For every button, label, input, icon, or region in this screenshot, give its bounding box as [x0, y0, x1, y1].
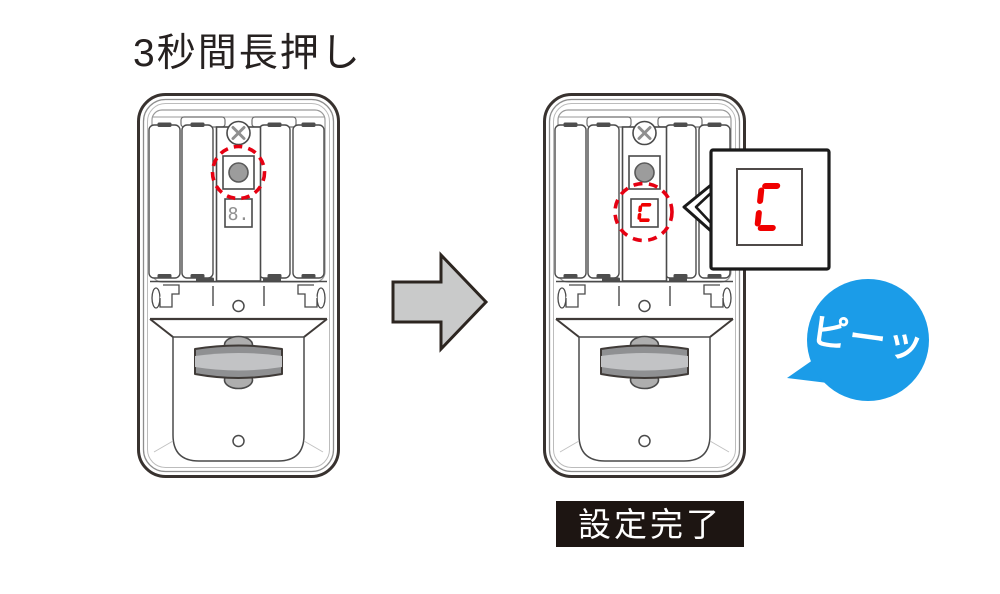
bubble-circle [807, 279, 929, 401]
display-callout [682, 148, 831, 271]
highlight-circle-button [210, 144, 267, 201]
lock-unit-after [543, 93, 746, 478]
transition-arrow [391, 251, 489, 353]
status-label: 設定完了 [556, 501, 744, 547]
right-arrow-icon [391, 251, 489, 353]
step-instruction-label: 3秒間長押し [133, 32, 362, 75]
display-value-after [637, 203, 652, 222]
callout-tail-inner [694, 191, 713, 225]
callout-display-value [754, 183, 781, 231]
lock-unit-before: 8. [137, 93, 340, 478]
callout-display-frame [736, 168, 803, 246]
display-value-before: 8. [228, 204, 250, 225]
beep-bubble: ピーッ [787, 279, 929, 401]
highlight-circle-display [613, 181, 674, 243]
